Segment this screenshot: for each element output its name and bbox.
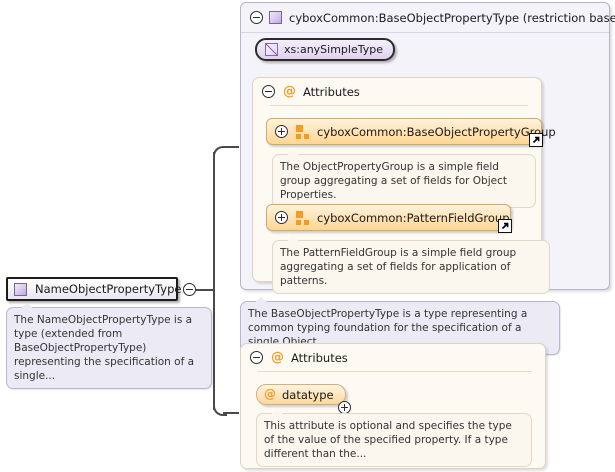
root-type-node[interactable]: NameObjectPropertyType [6, 277, 182, 301]
simple-type-node[interactable]: xs:anySimpleType [255, 38, 395, 61]
documentation-text: The PatternFieldGroup is a simple field … [280, 247, 517, 287]
attribute-group-pattern-field[interactable]: cyboxCommon:PatternFieldGroup [266, 204, 512, 233]
attribute-datatype[interactable]: @ datatype [256, 384, 346, 405]
attribute-group-base-object-property-documentation: The ObjectPropertyGroup is a simple fiel… [272, 150, 536, 208]
base-type-label: cyboxCommon:BaseObjectPropertyType (rest… [289, 10, 615, 25]
root-documentation-text: The NameObjectPropertyType is a type (ex… [14, 314, 195, 382]
inherited-attributes-title: Attributes [303, 84, 360, 99]
callout-notch [255, 297, 267, 302]
root-type-label: NameObjectPropertyType [35, 282, 182, 296]
attribute-group-pattern-field-documentation: The PatternFieldGroup is a simple field … [272, 236, 550, 294]
connector-horizontal-top [223, 146, 239, 148]
own-attributes-title: Attributes [291, 350, 348, 365]
complextype-square-icon [14, 282, 27, 296]
group-expand-toggle[interactable] [275, 211, 288, 224]
own-attributes-header[interactable]: @ Attributes [241, 344, 545, 371]
at-sign-icon: @ [283, 84, 296, 99]
divider [258, 371, 532, 372]
at-sign-icon: @ [264, 387, 276, 401]
base-type-collapse-toggle[interactable] [250, 11, 263, 24]
base-type-documentation-text: The BaseObjectPropertyType is a type rep… [248, 308, 528, 348]
connector-horizontal-bottom [223, 412, 239, 414]
attribute-datatype-documentation: This attribute is optional and specifies… [256, 409, 532, 467]
connector-corner-top [213, 146, 227, 160]
attribute-group-label: cyboxCommon:PatternFieldGroup [317, 210, 510, 225]
connector-vertical-branch [213, 152, 215, 410]
external-link-icon[interactable] [498, 219, 512, 233]
connector-horizontal-root [196, 289, 215, 291]
documentation-text: This attribute is optional and specifies… [264, 420, 512, 460]
inherited-attributes-collapse-toggle[interactable] [262, 85, 275, 98]
documentation-text: The ObjectPropertyGroup is a simple fiel… [280, 161, 507, 201]
external-link-icon[interactable] [529, 133, 543, 147]
attribute-group-icon [296, 125, 309, 139]
at-sign-icon: @ [271, 350, 284, 365]
divider [270, 105, 528, 106]
root-collapse-toggle[interactable] [183, 283, 196, 296]
attribute-group-base-object-property[interactable]: cyboxCommon:BaseObjectPropertyGroup [266, 118, 556, 147]
own-attributes-collapse-toggle[interactable] [250, 351, 263, 364]
simpletype-triangle-icon [265, 43, 278, 56]
attribute-group-icon [296, 211, 309, 225]
inherited-attributes-header[interactable]: @ Attributes [253, 78, 541, 105]
callout-notch [21, 303, 33, 308]
group-expand-toggle[interactable] [275, 125, 288, 138]
attribute-group-label: cyboxCommon:BaseObjectPropertyGroup [317, 124, 556, 139]
connector-corner-bottom [213, 402, 227, 416]
attribute-datatype-label: datatype [282, 387, 334, 402]
complextype-square-icon [269, 11, 282, 24]
base-type-header[interactable]: cyboxCommon:BaseObjectPropertyType (rest… [241, 3, 615, 33]
root-documentation: The NameObjectPropertyType is a type (ex… [6, 303, 212, 389]
simple-type-label: xs:anySimpleType [284, 43, 383, 56]
